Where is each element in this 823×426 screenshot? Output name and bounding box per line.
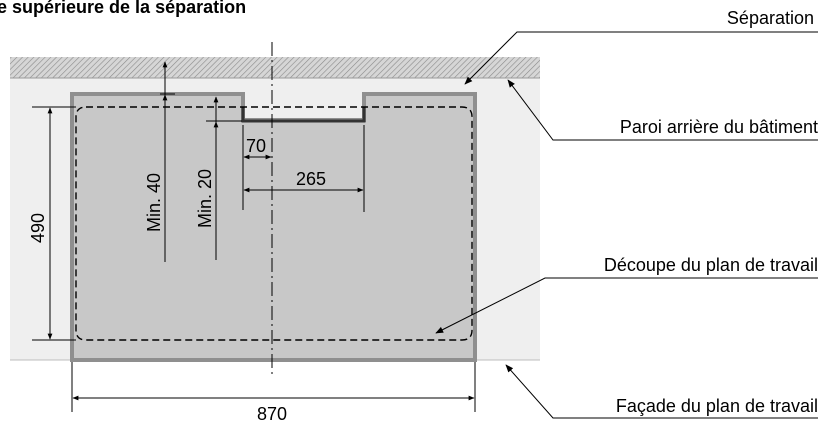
leader-front (505, 364, 818, 419)
diagram-title: e supérieure de la séparation (0, 0, 246, 17)
separation-notch (241, 107, 366, 123)
dim-70-label: 70 (246, 136, 266, 156)
label-front: Façade du plan de travail (616, 396, 818, 416)
leader-separation (464, 31, 818, 85)
dim-490-label: 490 (28, 213, 48, 243)
dim-min20-label: Min. 20 (195, 169, 215, 228)
cutout-outline (75, 106, 473, 341)
label-cutout: Découpe du plan de travail (604, 255, 818, 275)
label-separation: Séparation (727, 8, 814, 28)
rear-wall (10, 57, 540, 78)
dim-265-label: 265 (296, 169, 326, 189)
label-rear-wall: Paroi arrière du bâtiment (620, 117, 818, 137)
dim-min40-label: Min. 40 (144, 173, 164, 232)
leader-cutout (435, 277, 818, 334)
dim-870-label: 870 (257, 404, 287, 424)
appliance-body (70, 92, 477, 362)
leader-rear-wall (507, 79, 818, 141)
